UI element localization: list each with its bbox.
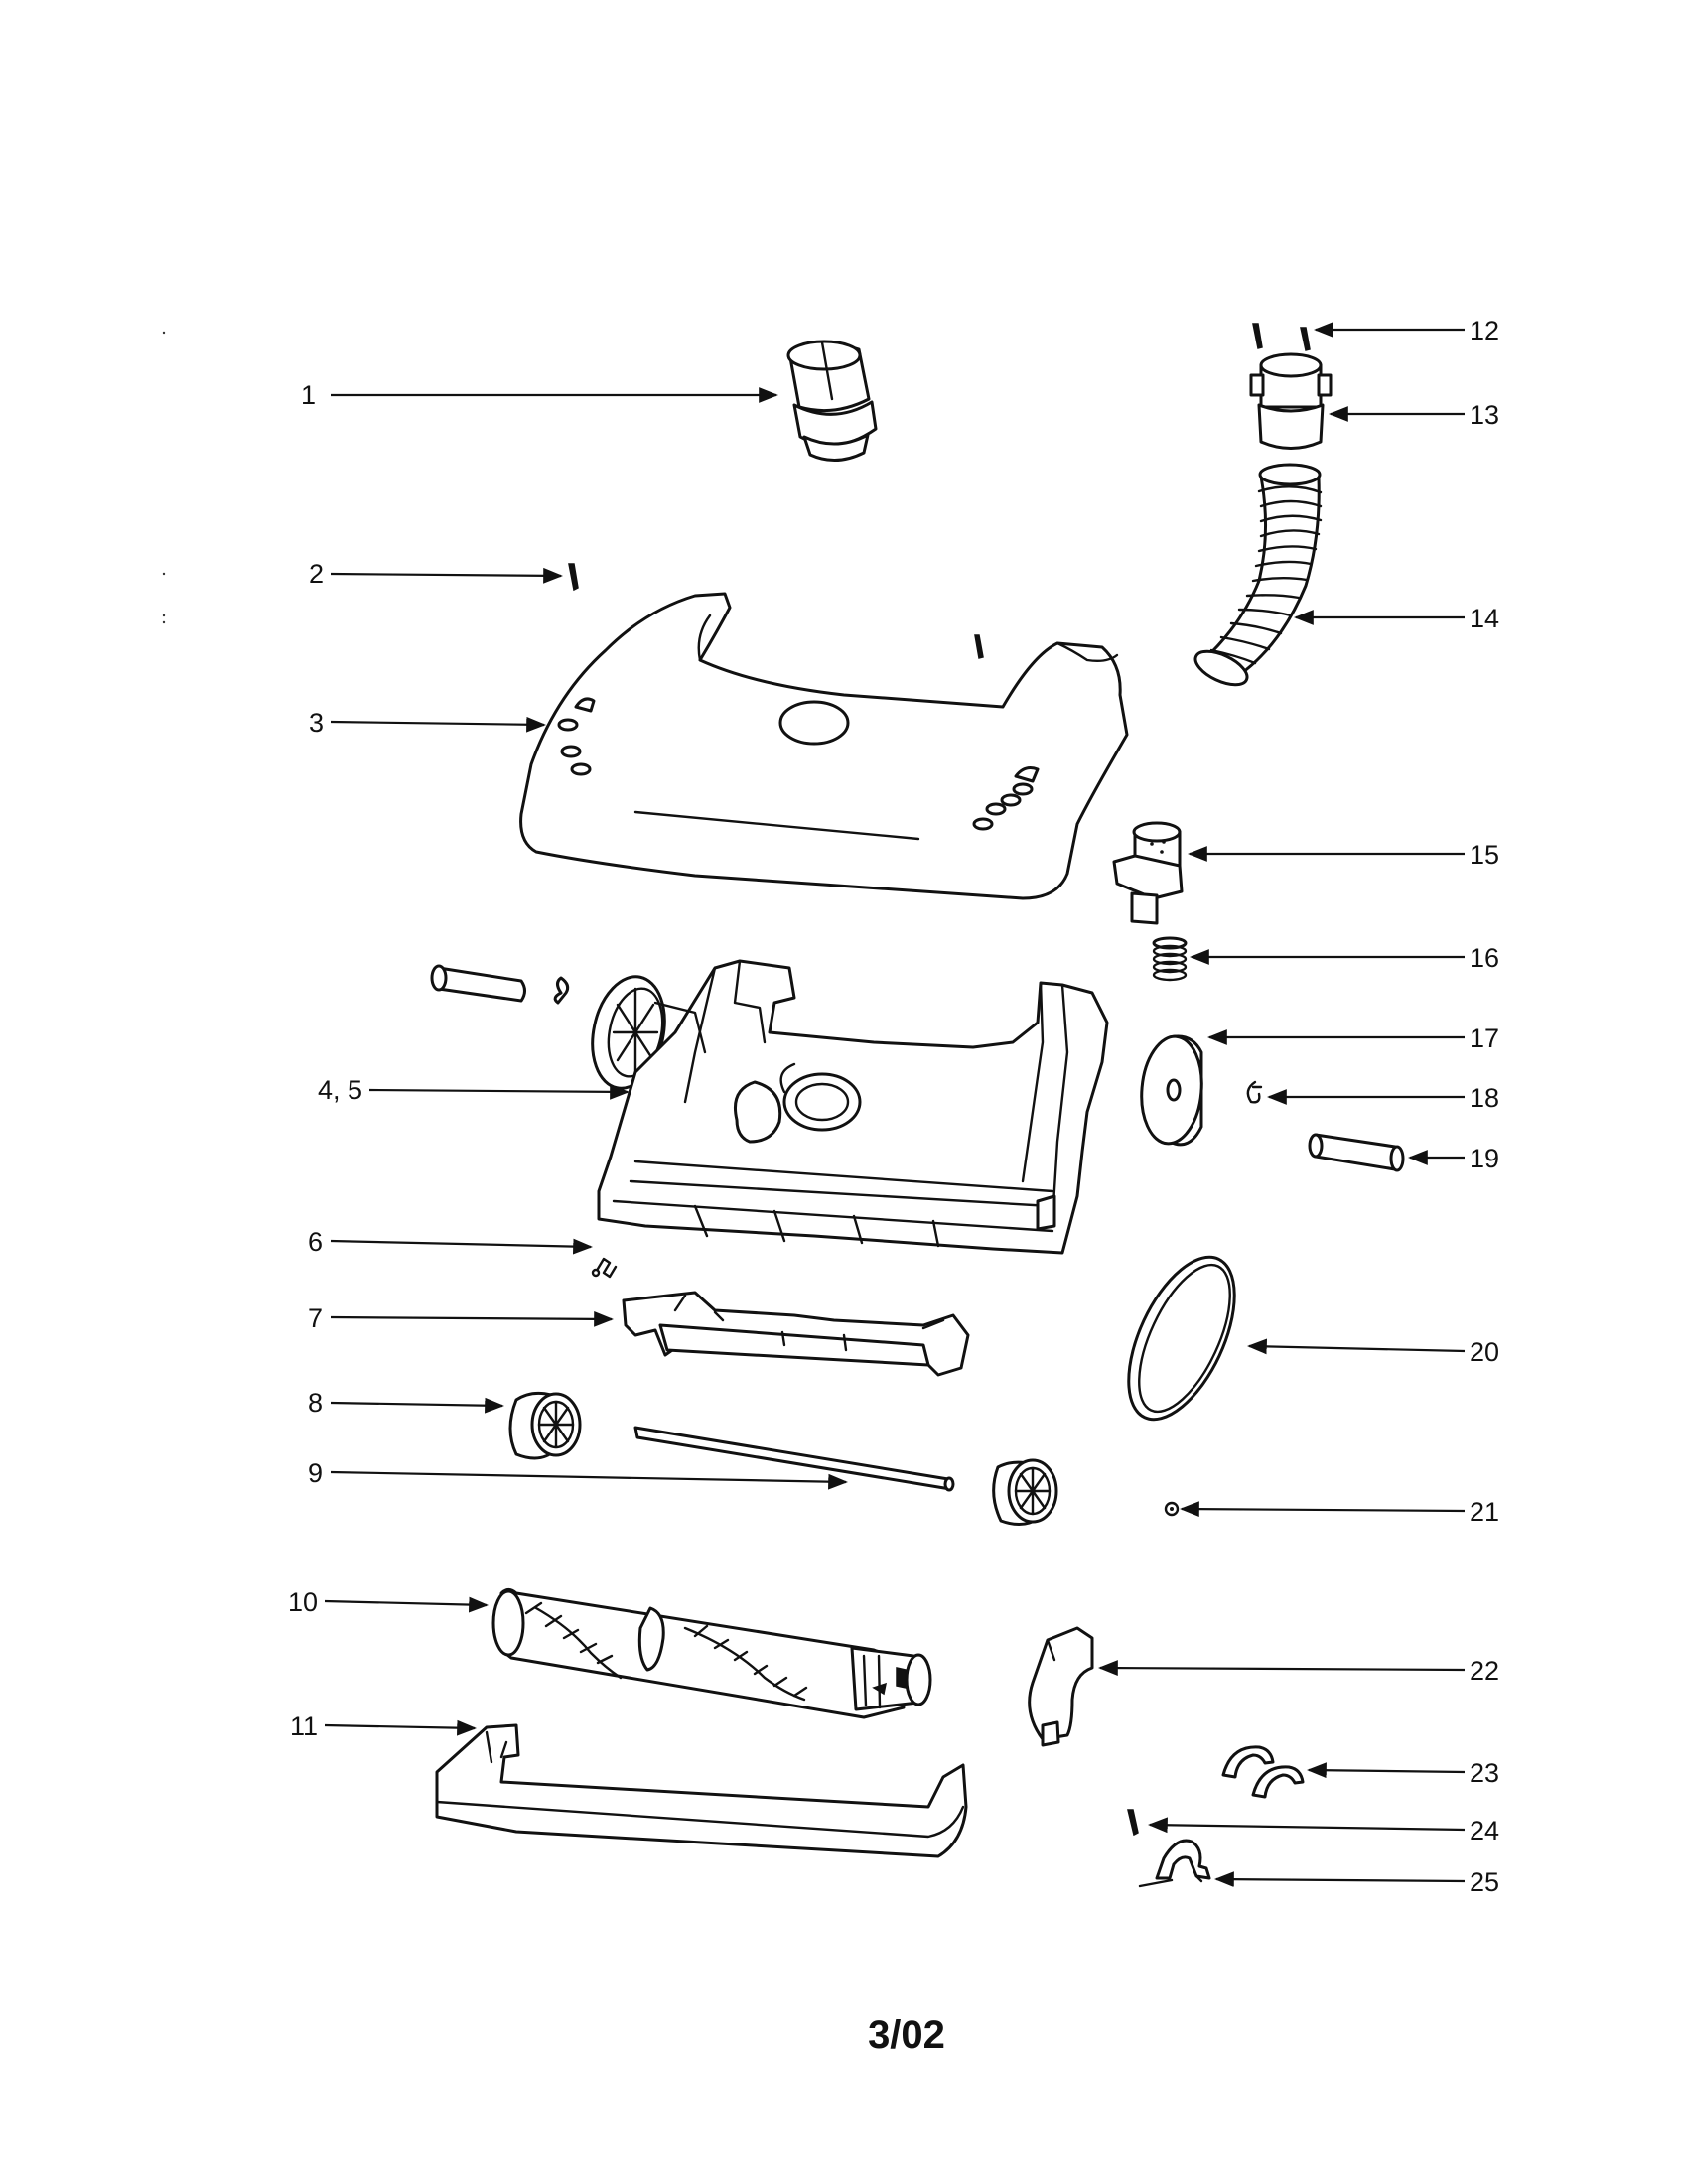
callout-12: 12	[1470, 316, 1499, 345]
callout-15: 15	[1470, 840, 1499, 870]
callout-7: 7	[308, 1303, 323, 1333]
part-25-clamp	[1138, 1839, 1211, 1888]
scan-specks	[162, 331, 166, 624]
part-17-wheel	[1140, 1034, 1203, 1147]
part-2-screw	[568, 563, 579, 592]
callout-17: 17	[1470, 1024, 1499, 1053]
part-14-flex-hose	[1193, 463, 1323, 687]
left-wheel-set	[430, 964, 666, 1090]
callout-3: 3	[309, 708, 324, 738]
callout-4-5: 4, 5	[318, 1075, 362, 1105]
part-6-spring	[591, 1257, 618, 1279]
callout-1: 1	[301, 380, 316, 410]
callout-14: 14	[1470, 604, 1499, 633]
part-12-screws	[1252, 323, 1311, 351]
part-11-bumper	[435, 1723, 968, 1858]
callout-2: 2	[309, 559, 324, 589]
part-4-5-base	[597, 959, 1109, 1255]
callout-21: 21	[1470, 1497, 1499, 1527]
part-10-brushroll	[491, 1588, 932, 1719]
callout-6: 6	[308, 1227, 323, 1257]
callout-22: 22	[1470, 1656, 1499, 1686]
right-end-cap	[992, 1458, 1058, 1526]
callout-19: 19	[1470, 1144, 1499, 1173]
callout-10: 10	[288, 1587, 318, 1617]
part-1-connector	[786, 340, 878, 462]
callout-labels: 1 2 3 4, 5 6 7 8 9 10 11 12 13 14 15 16 …	[288, 316, 1499, 1897]
part-24-screw	[1127, 1809, 1139, 1837]
part-21-washer	[1164, 1501, 1180, 1517]
part-19-axle	[1308, 1133, 1405, 1172]
callout-11: 11	[290, 1711, 318, 1741]
callout-24: 24	[1470, 1816, 1499, 1845]
part-20-belt	[1127, 1255, 1236, 1422]
part-18-clip	[1246, 1080, 1263, 1104]
part-16-spring	[1152, 936, 1188, 982]
part-3-hood	[519, 592, 1129, 900]
footer-date-code: 3/02	[868, 2013, 945, 2057]
callout-8: 8	[308, 1388, 323, 1418]
callout-16: 16	[1470, 943, 1499, 973]
callout-25: 25	[1470, 1867, 1499, 1897]
part-22-guard	[1028, 1626, 1094, 1747]
callout-18: 18	[1470, 1083, 1499, 1113]
callout-23: 23	[1470, 1758, 1499, 1788]
part-15-valve	[1112, 821, 1184, 925]
callout-13: 13	[1470, 400, 1499, 430]
part-7-guard	[622, 1291, 970, 1377]
part-8-end-cap	[508, 1391, 582, 1460]
callout-9: 9	[308, 1458, 323, 1488]
callout-20: 20	[1470, 1337, 1499, 1367]
part-23-clips	[1221, 1745, 1305, 1799]
part-13-hose-fitting	[1249, 352, 1333, 450]
leader-lines	[324, 322, 1466, 1888]
part-9-shaft	[633, 1426, 955, 1492]
